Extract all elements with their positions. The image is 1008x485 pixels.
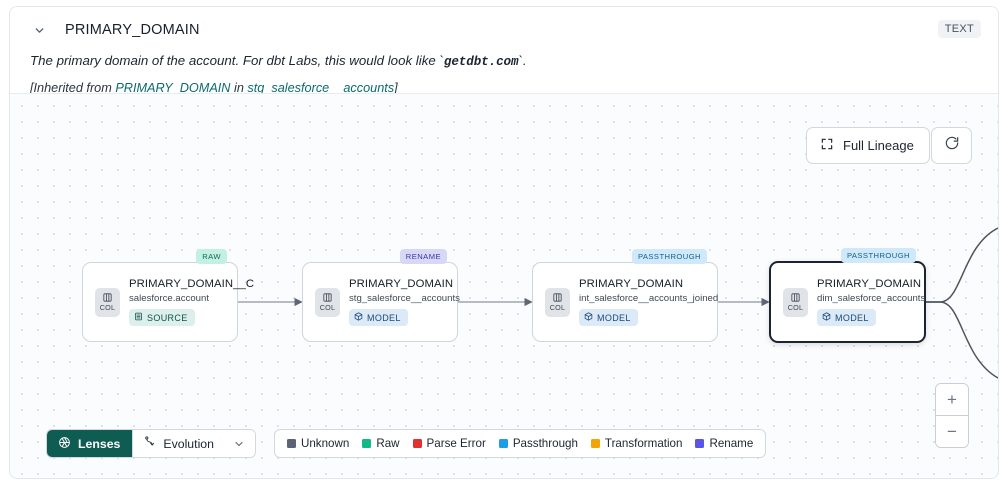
node-kind-badge: MODEL bbox=[817, 309, 876, 326]
refresh-button[interactable] bbox=[931, 127, 972, 164]
node-lens-tag: RAW bbox=[196, 249, 227, 264]
expand-icon bbox=[820, 137, 834, 154]
cube-icon bbox=[354, 312, 363, 323]
lineage-canvas[interactable]: RAW COL PRIMARY_DOMAIN__C salesforce.acc… bbox=[10, 93, 998, 478]
evolution-dropdown[interactable]: Evolution bbox=[132, 430, 255, 457]
legend-swatch bbox=[412, 439, 422, 448]
column-detail-card: PRIMARY_DOMAIN TEXT The primary domain o… bbox=[9, 6, 999, 479]
node-body: PRIMARY_DOMAIN__C salesforce.account SOU… bbox=[129, 278, 254, 326]
inherited-suffix: ] bbox=[394, 81, 398, 95]
description-prefix: The primary domain of the account. For d… bbox=[30, 53, 444, 68]
node-column-name: PRIMARY_DOMAIN bbox=[349, 278, 454, 290]
node-column-name: PRIMARY_DOMAIN bbox=[817, 278, 922, 290]
column-badge-label: COL bbox=[99, 303, 116, 313]
node-lens-tag: PASSTHROUGH bbox=[631, 249, 707, 264]
column-header: PRIMARY_DOMAIN TEXT The primary domain o… bbox=[10, 7, 998, 95]
lenses-label: Lenses bbox=[78, 436, 121, 451]
full-lineage-label: Full Lineage bbox=[843, 138, 914, 153]
aperture-icon bbox=[58, 436, 71, 452]
legend-item: Parse Error bbox=[412, 437, 486, 450]
refresh-icon bbox=[944, 135, 960, 156]
node-table-name: int_salesforce__accounts_joined bbox=[579, 293, 719, 304]
inherited-mid: in bbox=[230, 81, 248, 95]
node-body: PRIMARY_DOMAIN stg_salesforce__accounts … bbox=[349, 278, 460, 326]
lineage-node-selected[interactable]: PASSTHROUGH COL PRIMARY_DOMAIN dim_sales… bbox=[769, 248, 926, 343]
node-table-name: dim_salesforce_accounts bbox=[817, 293, 926, 304]
node-column-name: PRIMARY_DOMAIN bbox=[579, 278, 684, 290]
header-title-row: PRIMARY_DOMAIN bbox=[30, 19, 980, 41]
lenses-button[interactable]: Lenses bbox=[47, 430, 133, 457]
inherited-from-note: [Inherited from PRIMARY_DOMAIN in stg_sa… bbox=[30, 80, 980, 97]
legend-swatch bbox=[590, 439, 600, 448]
zoom-out-button[interactable]: − bbox=[936, 416, 968, 447]
legend-swatch bbox=[498, 439, 508, 448]
legend-item: Rename bbox=[695, 437, 753, 450]
full-lineage-button[interactable]: Full Lineage bbox=[806, 127, 930, 164]
evolution-icon bbox=[143, 435, 156, 452]
node-kind-badge: MODEL bbox=[579, 309, 638, 326]
lineage-node[interactable]: RENAME COL PRIMARY_DOMAIN stg_salesforce… bbox=[302, 249, 460, 342]
canvas-bottom-bar: Lenses Evolution U bbox=[46, 429, 767, 458]
inherited-model-link[interactable]: stg_salesforce__accounts bbox=[247, 81, 395, 95]
legend-swatch bbox=[695, 439, 705, 448]
node-body: PRIMARY_DOMAIN int_salesforce__accounts_… bbox=[579, 278, 718, 326]
node-kind-label: MODEL bbox=[835, 312, 869, 323]
column-icon: COL bbox=[783, 287, 808, 317]
chevron-down-icon[interactable] bbox=[32, 23, 46, 37]
column-badge-label: COL bbox=[549, 303, 566, 313]
inherited-column-link[interactable]: PRIMARY_DOMAIN bbox=[115, 81, 231, 95]
lineage-node[interactable]: RAW COL PRIMARY_DOMAIN__C salesforce.acc… bbox=[82, 249, 254, 342]
node-body: PRIMARY_DOMAIN dim_salesforce_accounts M… bbox=[817, 278, 925, 326]
node-lens-tag: PASSTHROUGH bbox=[840, 248, 916, 263]
column-icon: COL bbox=[95, 287, 120, 317]
column-icon: COL bbox=[545, 287, 570, 317]
node-kind-label: SOURCE bbox=[147, 312, 188, 323]
lenses-evolution-group: Lenses Evolution bbox=[46, 429, 256, 458]
legend-swatch bbox=[286, 439, 296, 448]
database-icon bbox=[134, 312, 143, 323]
node-kind-badge: MODEL bbox=[349, 309, 408, 326]
column-badge-label: COL bbox=[319, 303, 336, 313]
legend-label: Passthrough bbox=[512, 437, 578, 450]
legend-item: Unknown bbox=[286, 437, 350, 450]
node-kind-badge: SOURCE bbox=[129, 309, 195, 326]
divider bbox=[936, 415, 968, 416]
column-badge-label: COL bbox=[787, 303, 804, 313]
node-kind-label: MODEL bbox=[367, 312, 401, 323]
node-lens-tag: RENAME bbox=[399, 249, 447, 264]
node-column-name: PRIMARY_DOMAIN__C bbox=[129, 278, 255, 290]
node-kind-label: MODEL bbox=[597, 312, 631, 323]
legend-label: Unknown bbox=[300, 437, 350, 450]
legend-item: Raw bbox=[362, 437, 400, 450]
legend-label: Raw bbox=[376, 437, 400, 450]
legend-label: Parse Error bbox=[426, 437, 486, 450]
column-type-badge: TEXT bbox=[937, 20, 981, 38]
legend-item: Transformation bbox=[590, 437, 683, 450]
description-code: getdbt.com bbox=[443, 55, 519, 69]
lens-legend: Unknown Raw Parse Error Passthrough bbox=[273, 429, 767, 458]
cube-icon bbox=[584, 312, 593, 323]
legend-label: Rename bbox=[709, 437, 754, 450]
node-table-name: stg_salesforce__accounts bbox=[349, 293, 460, 304]
inherited-prefix: [Inherited from bbox=[30, 81, 116, 95]
legend-item: Passthrough bbox=[498, 437, 578, 450]
zoom-in-button[interactable]: + bbox=[936, 384, 968, 415]
column-description: The primary domain of the account. For d… bbox=[30, 52, 980, 71]
description-suffix: `. bbox=[518, 53, 527, 68]
legend-swatch bbox=[362, 439, 372, 448]
column-icon: COL bbox=[315, 287, 340, 317]
lineage-node[interactable]: PASSTHROUGH COL PRIMARY_DOMAIN int_sales… bbox=[532, 249, 718, 342]
chevron-down-icon bbox=[233, 438, 245, 450]
node-table-name: salesforce.account bbox=[129, 293, 209, 304]
evolution-label: Evolution bbox=[163, 436, 214, 451]
page-title: PRIMARY_DOMAIN bbox=[65, 22, 200, 38]
legend-label: Transformation bbox=[604, 437, 683, 450]
cube-icon bbox=[822, 312, 831, 323]
zoom-controls: + − bbox=[935, 383, 969, 448]
